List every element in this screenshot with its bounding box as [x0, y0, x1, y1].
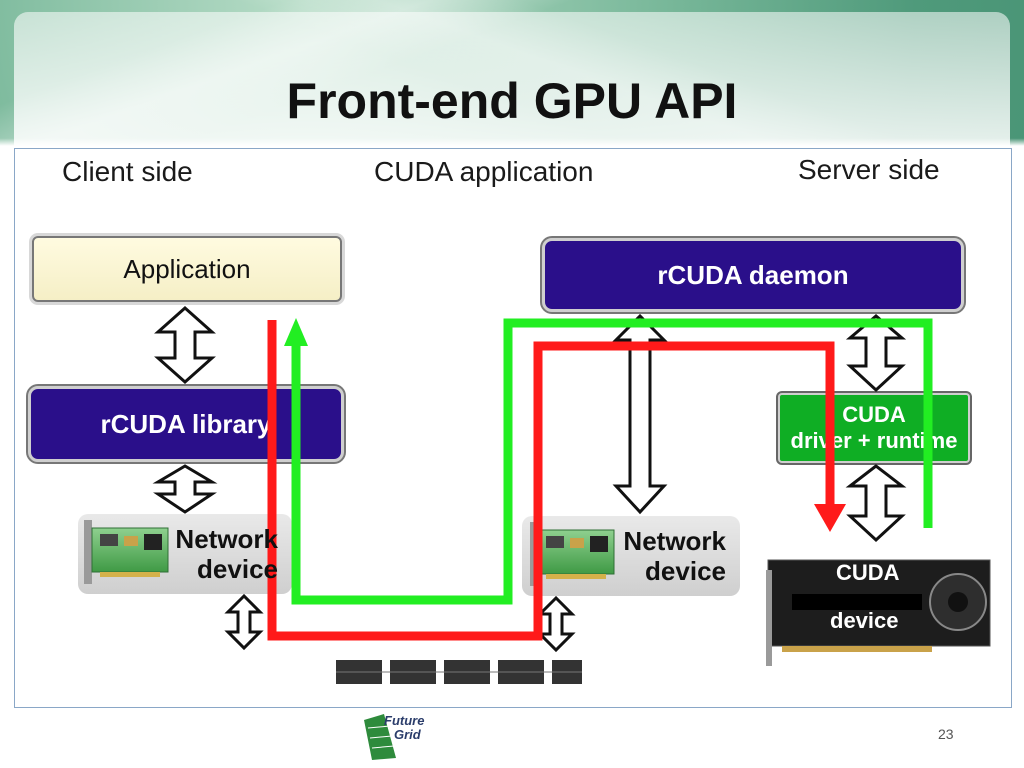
server-network-line1: Network	[623, 526, 726, 556]
application-box: Application	[32, 236, 342, 302]
logo-line1: Future	[384, 713, 425, 728]
client-network-device-label: Network device	[166, 524, 278, 584]
client-side-label: Client side	[62, 156, 193, 187]
server-network-line2: device	[645, 556, 726, 586]
network-switch-ports	[336, 660, 582, 684]
title-panel	[14, 12, 1010, 152]
client-network-line2: device	[197, 554, 278, 584]
server-network-device-label: Network device	[612, 526, 726, 586]
cuda-runtime-line1: CUDA	[842, 402, 906, 427]
application-label: Application	[123, 253, 251, 284]
client-nic-card-icon	[84, 520, 169, 584]
response-path-arrowhead	[284, 318, 308, 346]
gpu-card-icon	[766, 559, 991, 666]
bidirectional-arrows	[152, 305, 907, 653]
request-path-line	[267, 320, 835, 641]
rcuda-daemon-box: rCUDA daemon	[542, 238, 964, 312]
cuda-application-label: CUDA application	[374, 156, 594, 187]
rcuda-library-box: rCUDA library	[28, 386, 344, 462]
rcuda-library-label: rCUDA library	[100, 408, 272, 439]
logo-line2: Grid	[394, 727, 421, 742]
response-path-line	[291, 318, 933, 605]
cuda-device-line1: CUDA	[836, 560, 900, 585]
server-side-label: Server side	[798, 154, 940, 185]
client-network-line1: Network	[175, 524, 278, 554]
cuda-device-line2: device	[830, 608, 899, 633]
rcuda-daemon-label: rCUDA daemon	[657, 259, 849, 290]
server-nic-card-icon	[530, 522, 615, 586]
page-number: 23	[938, 726, 954, 742]
request-path-arrowhead	[814, 504, 846, 532]
slide-title: Front-end GPU API	[286, 73, 738, 129]
